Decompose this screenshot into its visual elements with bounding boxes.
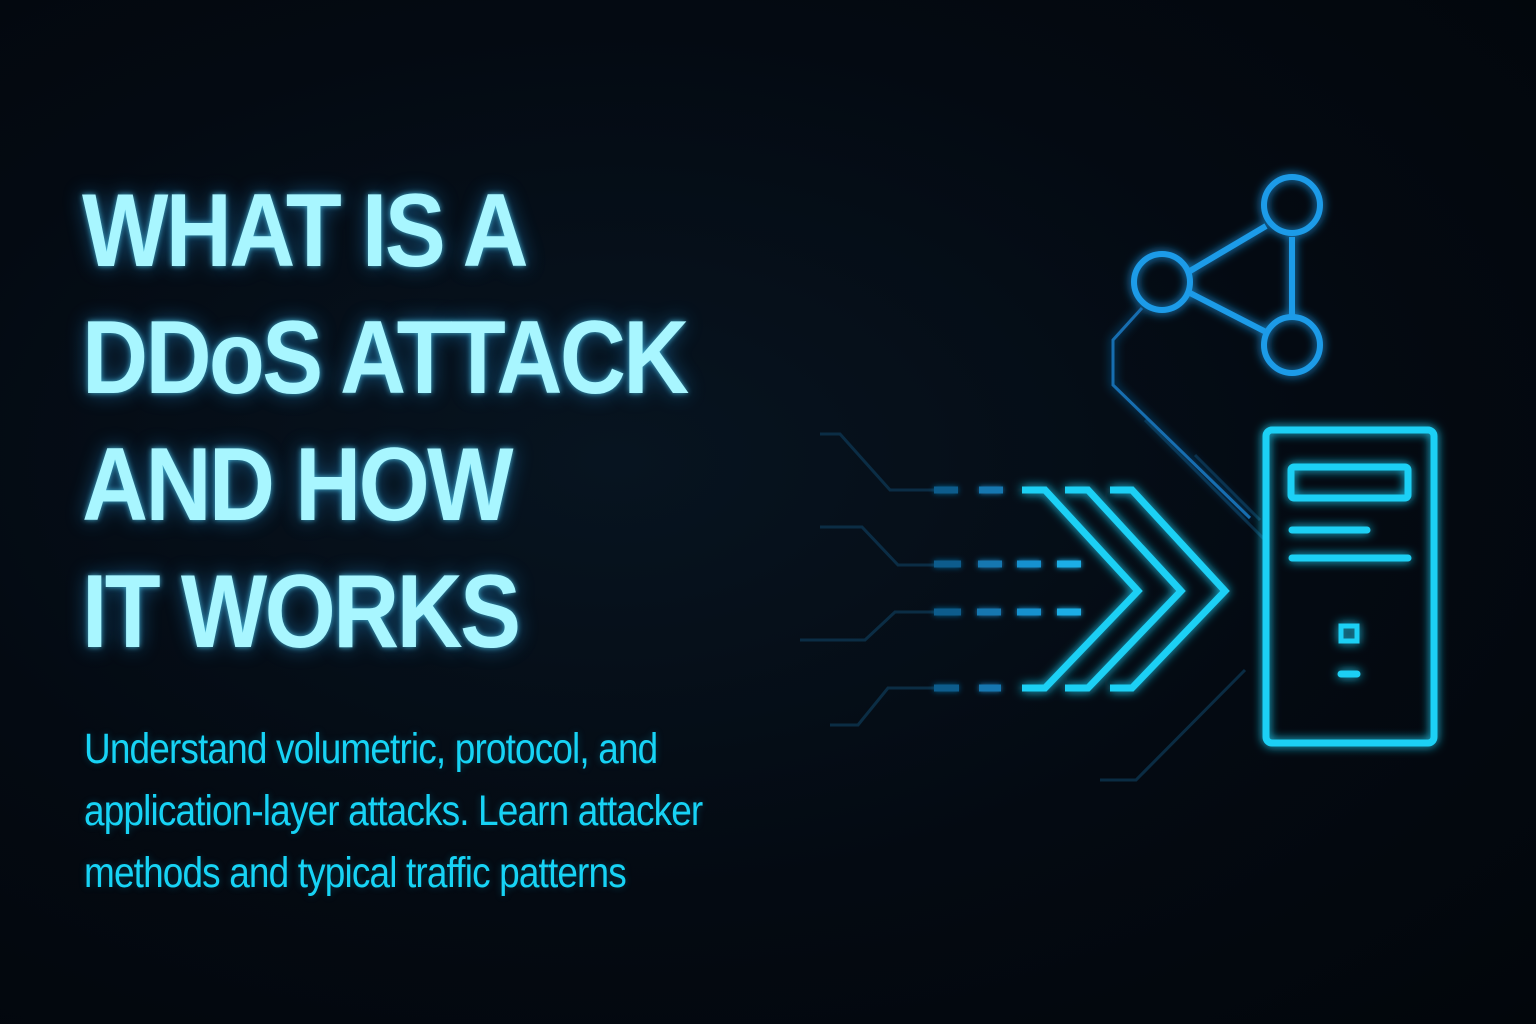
headline-line-2: DDoS ATTACK	[82, 300, 689, 416]
headline-line-1: WHAT IS A	[82, 173, 529, 289]
headline-line-4: IT WORKS	[82, 554, 521, 670]
server-tower-icon	[1262, 426, 1438, 747]
network-nodes-icon	[1111, 174, 1323, 520]
subtitle-line-3: methods and typical traffic patterns	[84, 849, 627, 897]
traffic-arrows-icon	[1022, 486, 1230, 692]
subtitle-line-2: application-layer attacks. Learn attacke…	[84, 787, 703, 835]
headline: WHAT IS A DDoS ATTACK AND HOW IT WORKS	[82, 168, 689, 676]
headline-line-3: AND HOW	[82, 427, 514, 543]
traffic-dashes-icon	[934, 486, 1081, 692]
subtitle: Understand volumetric, protocol, and app…	[84, 718, 703, 904]
circuit-traces-icon	[800, 418, 1267, 782]
subtitle-line-1: Understand volumetric, protocol, and	[84, 725, 658, 773]
